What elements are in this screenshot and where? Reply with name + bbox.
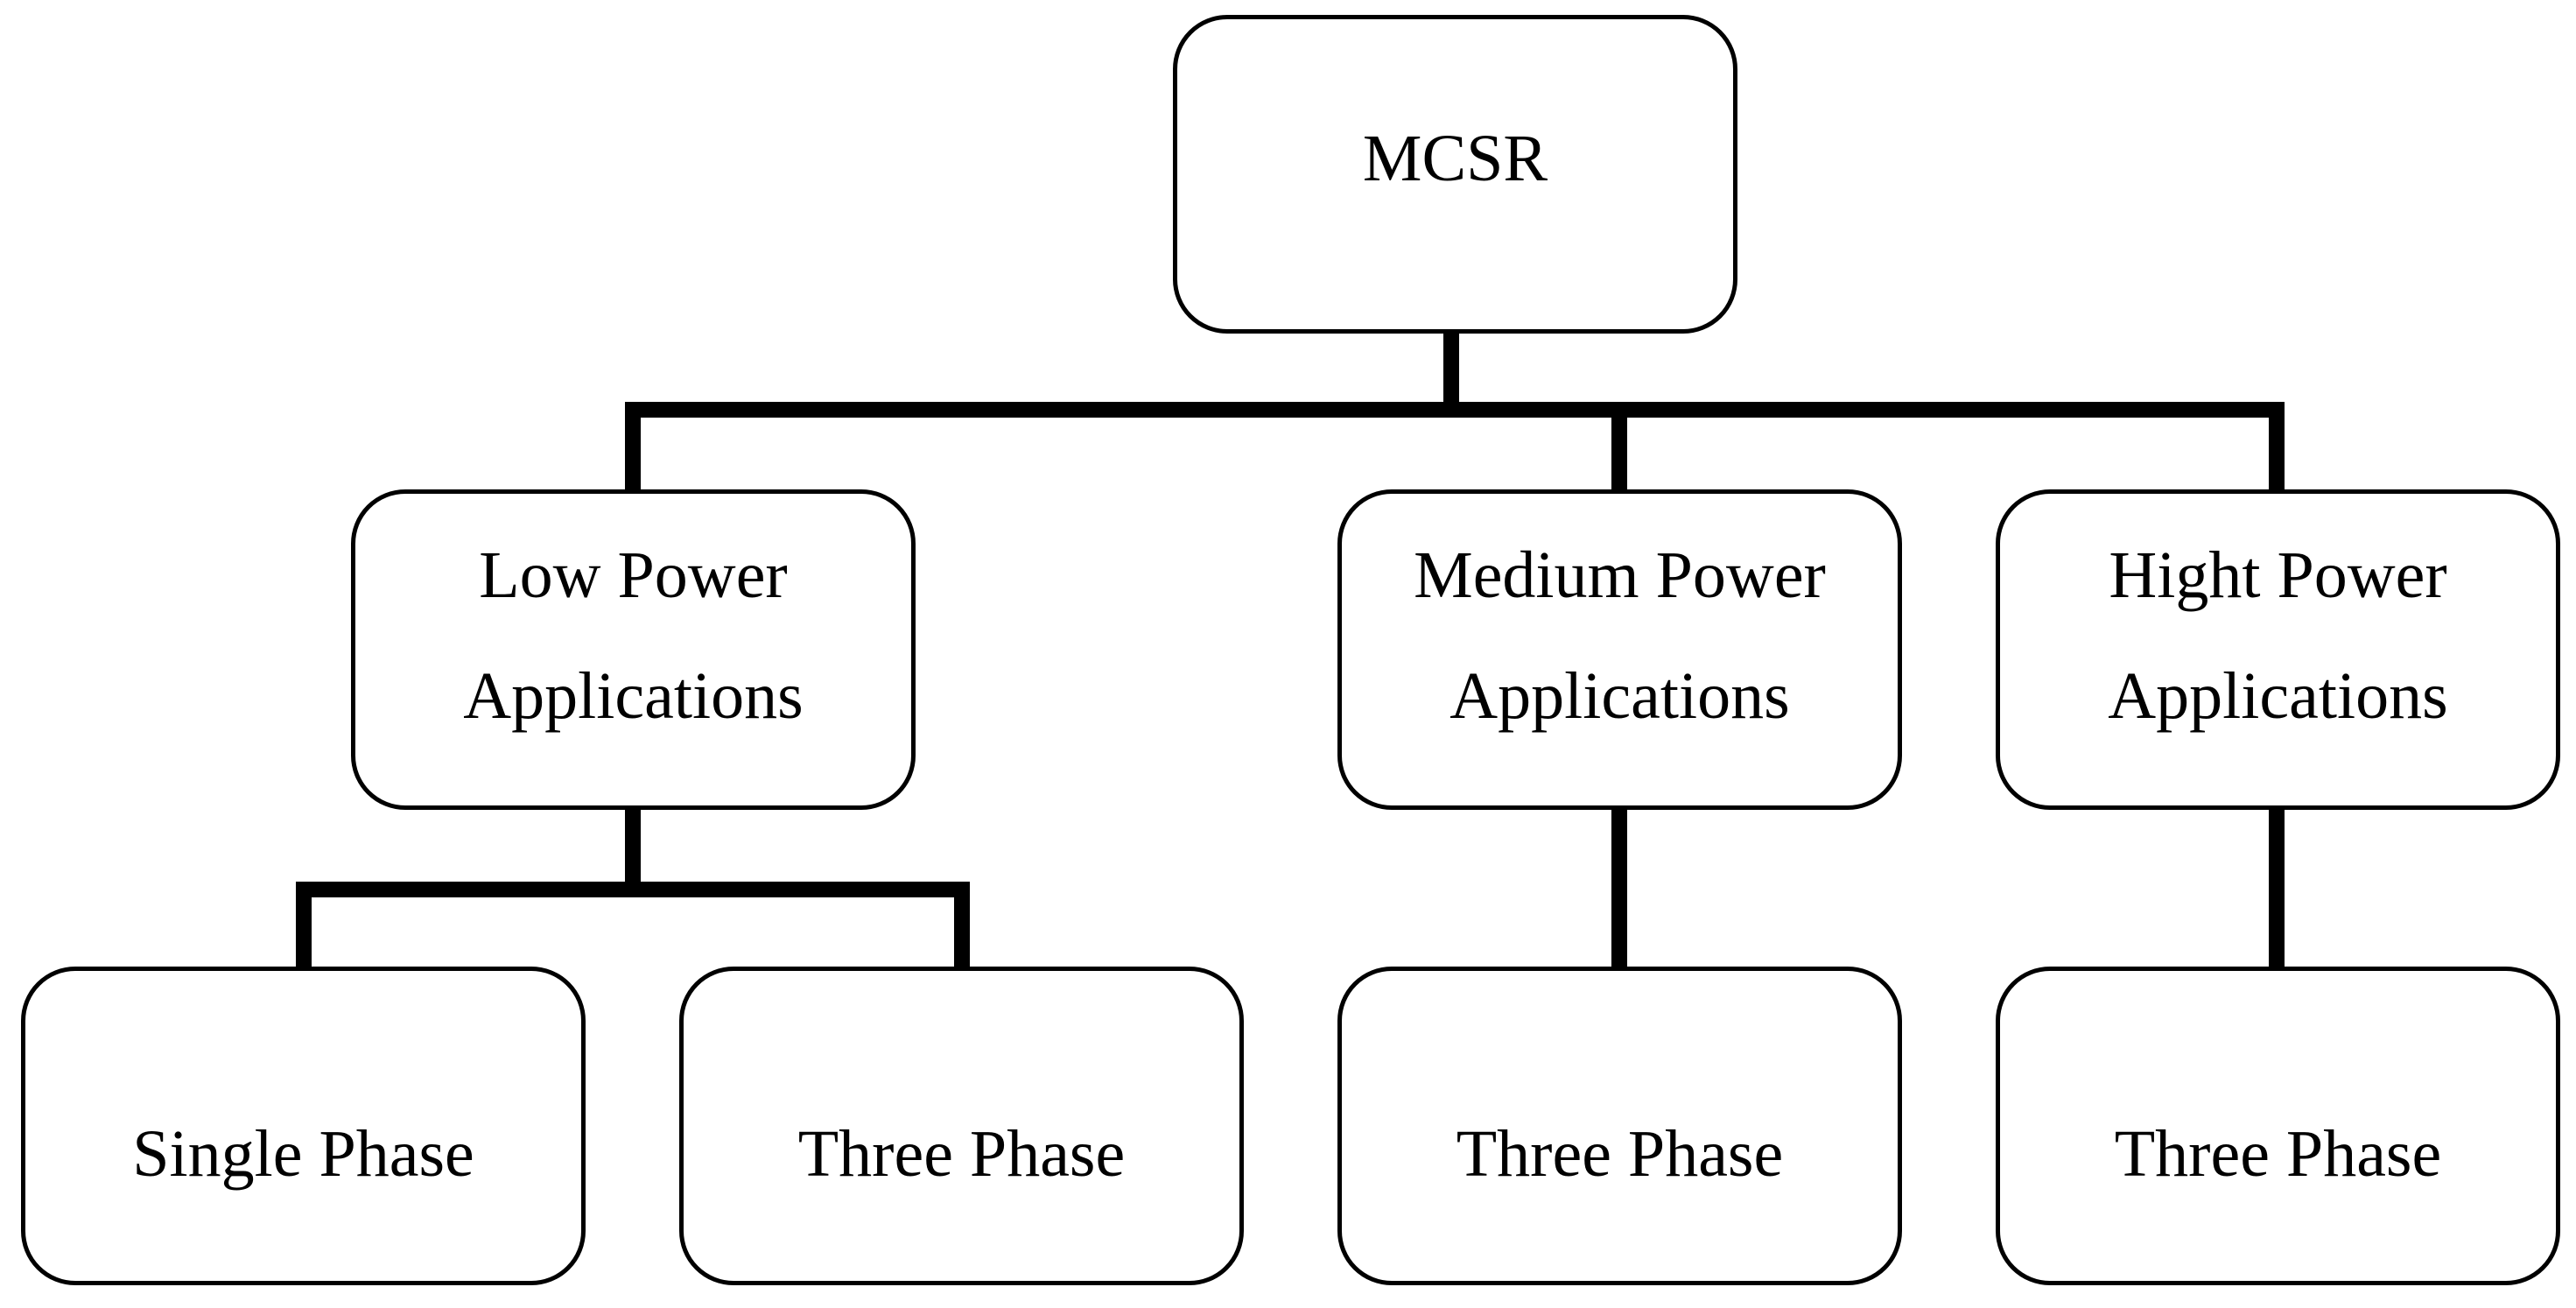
medium-power-three-phase-label: Three Phase [1456,1117,1784,1191]
high-power-label-line-1: Hight Power [2109,538,2447,612]
high-power-drop-connector [2269,402,2285,491]
root-node: MCSR [1173,15,1737,334]
high-power-applications-node: Hight Power Applications [1996,489,2560,810]
low-power-stem-connector [625,809,641,890]
low-power-applications-node: Low Power Applications [351,489,916,810]
low-power-three-phase-node: Three Phase [679,967,1244,1285]
category-bus-connector [625,402,2285,418]
medium-power-label-line-1: Medium Power [1414,538,1826,612]
low-three-phase-drop-connector [954,882,970,969]
high-power-three-phase-label: Three Phase [2114,1117,2442,1191]
low-power-child-bus-connector [296,882,970,897]
low-power-three-phase-label: Three Phase [797,1117,1126,1191]
single-phase-drop-connector [296,882,312,969]
low-power-single-phase-node: Single Phase [21,967,586,1285]
medium-power-child-connector [1611,809,1627,968]
medium-power-applications-node: Medium Power Applications [1337,489,1902,810]
root-label: MCSR [1362,122,1548,195]
low-power-label-line-2: Applications [463,659,804,733]
root-stem-connector [1443,331,1459,403]
low-power-drop-connector [625,402,641,491]
low-power-label-line-1: Low Power [479,538,788,612]
high-power-child-connector [2269,809,2285,968]
medium-power-drop-connector [1611,402,1627,491]
high-power-three-phase-node: Three Phase [1996,967,2560,1285]
medium-power-label-line-2: Applications [1449,659,1790,733]
single-phase-label: Single Phase [132,1117,474,1191]
medium-power-three-phase-node: Three Phase [1337,967,1902,1285]
high-power-label-line-2: Applications [2108,659,2448,733]
